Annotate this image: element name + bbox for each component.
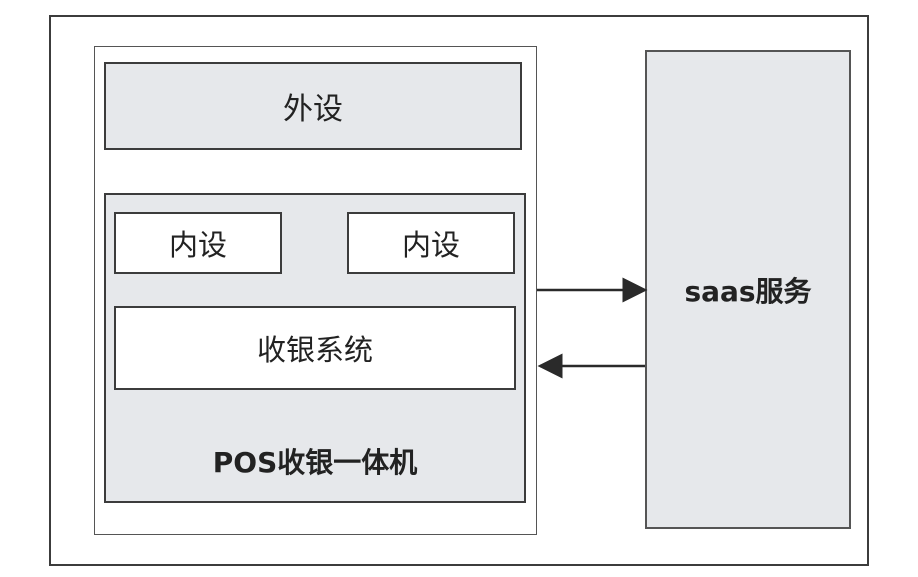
pos-machine-label: POS收银一体机 <box>104 438 526 484</box>
saas-service-box: saas服务 <box>645 50 851 529</box>
saas-service-label: saas服务 <box>684 274 812 308</box>
peripheral-box: 外设 <box>104 62 522 150</box>
internal-device-label-2: 内设 <box>401 228 460 262</box>
cashier-system-label: 收银系统 <box>256 333 373 367</box>
internal-device-box-1: 内设 <box>114 212 282 274</box>
internal-device-label-1: 内设 <box>168 228 227 262</box>
pos-machine-label-text: POS收银一体机 <box>212 446 418 479</box>
peripheral-label: 外设 <box>283 92 343 127</box>
cashier-system-box: 收银系统 <box>114 306 516 390</box>
internal-device-box-2: 内设 <box>347 212 515 274</box>
